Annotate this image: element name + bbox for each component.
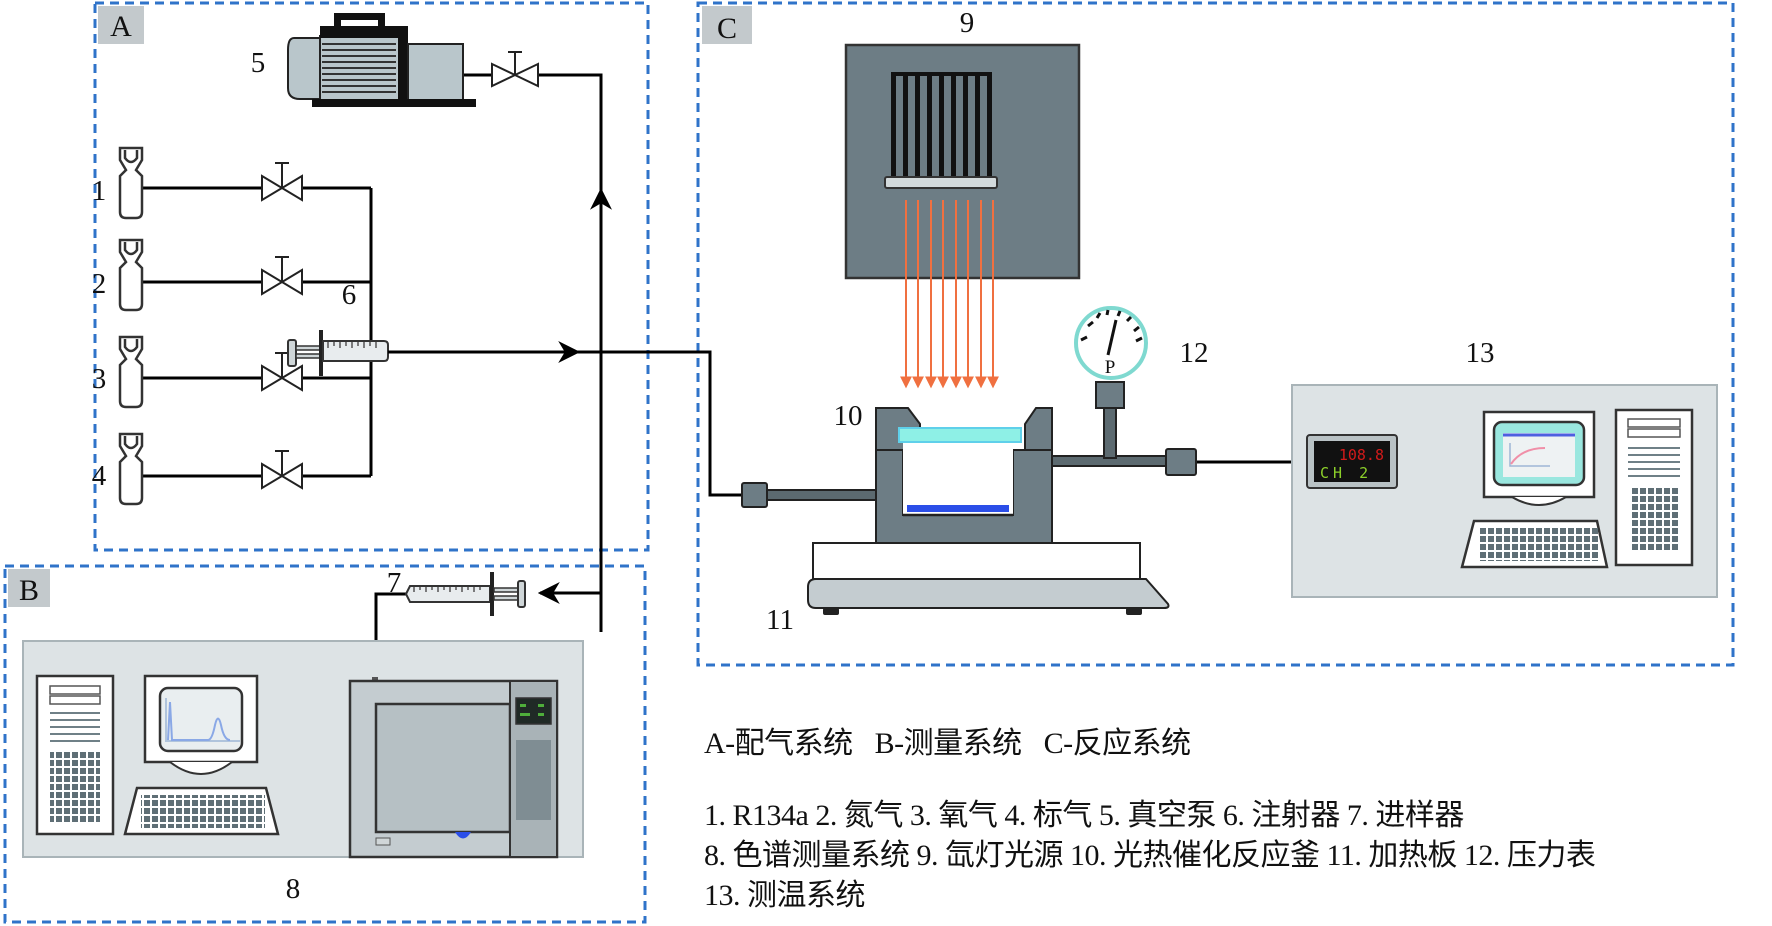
gas-cylinder-1-icon <box>118 146 144 220</box>
label-6: 6 <box>342 279 357 311</box>
label-8: 8 <box>286 873 301 905</box>
pc-tower-b-icon <box>35 674 115 836</box>
vacuum-pump-icon <box>287 13 476 107</box>
piping <box>142 73 1484 724</box>
system-b-label: B-测量系统 <box>874 727 1023 760</box>
light-rays <box>900 200 999 389</box>
label-12: 12 <box>1180 337 1209 369</box>
chromatography-system-panel <box>22 640 584 859</box>
system-a-label: A-配气系统 <box>704 727 853 760</box>
label-9: 9 <box>960 7 975 39</box>
box-c-label: C <box>717 12 737 45</box>
box-a-label-tab <box>98 6 144 44</box>
component-legend-line-2: 8. 色谱测量系统 9. 氙灯光源 10. 光热催化反应釜 11. 加热板 12… <box>704 839 1596 872</box>
label-7: 7 <box>387 567 402 599</box>
monitor-b-icon <box>123 674 280 836</box>
photothermal-reactor-icon <box>875 407 1053 544</box>
valve-4-icon <box>261 450 303 490</box>
pc-tower-c-icon <box>1614 408 1694 567</box>
monitor-c-icon <box>1460 410 1609 569</box>
heating-plate-icon <box>807 542 1170 615</box>
valve-pump-icon <box>491 51 539 88</box>
valve-icons <box>261 51 539 490</box>
component-legend-line-3: 13. 测温系统 <box>704 879 866 912</box>
label-2: 2 <box>92 268 107 300</box>
reactor-inlet-fitting <box>741 482 878 508</box>
box-b-measurement: B <box>3 564 647 924</box>
temperature-value: 108.8 <box>1339 446 1384 464</box>
temperature-channel: CH 2 <box>1320 464 1372 482</box>
label-5: 5 <box>251 47 266 79</box>
gas-cylinder-4-icon <box>118 432 144 506</box>
gas-cylinders <box>118 146 144 506</box>
box-c-reaction: C <box>696 1 1735 667</box>
xenon-lamp-icon <box>844 43 1081 389</box>
temperature-measurement-panel: 108.8 CH 2 <box>1291 384 1718 598</box>
pressure-gauge-icon: P <box>1074 306 1148 380</box>
box-a-label: A <box>110 10 132 43</box>
systems-legend: A-配气系统 B-测量系统 C-反应系统 <box>704 718 1191 762</box>
reactor-outlet-tee <box>1051 381 1197 476</box>
syringe-7-injector-icon <box>404 572 526 616</box>
syringe-6-icon <box>287 330 398 376</box>
gas-chromatograph-icon <box>348 677 559 859</box>
valve-3-icon <box>261 352 303 392</box>
valve-2-icon <box>261 256 303 296</box>
gauge-p-letter: P <box>1105 357 1116 378</box>
gas-cylinder-2-icon <box>118 238 144 312</box>
label-3: 3 <box>92 363 107 395</box>
box-c-label-tab <box>702 6 752 44</box>
box-a-gas-preparation: A <box>93 1 650 552</box>
label-10: 10 <box>834 400 863 432</box>
label-13: 13 <box>1466 337 1495 369</box>
valve-1-icon <box>261 162 303 202</box>
gas-cylinder-3-icon <box>118 335 144 409</box>
label-11: 11 <box>766 604 794 636</box>
system-c-label: C-反应系统 <box>1043 727 1192 760</box>
box-b-label-tab <box>8 569 50 607</box>
box-b-label: B <box>19 574 39 607</box>
temperature-display-icon: 108.8 CH 2 <box>1306 434 1398 489</box>
label-1: 1 <box>92 175 107 207</box>
label-4: 4 <box>92 460 107 492</box>
component-legend-line-1: 1. R134a 2. 氮气 3. 氧气 4. 标气 5. 真空泵 6. 注射器… <box>704 799 1464 832</box>
